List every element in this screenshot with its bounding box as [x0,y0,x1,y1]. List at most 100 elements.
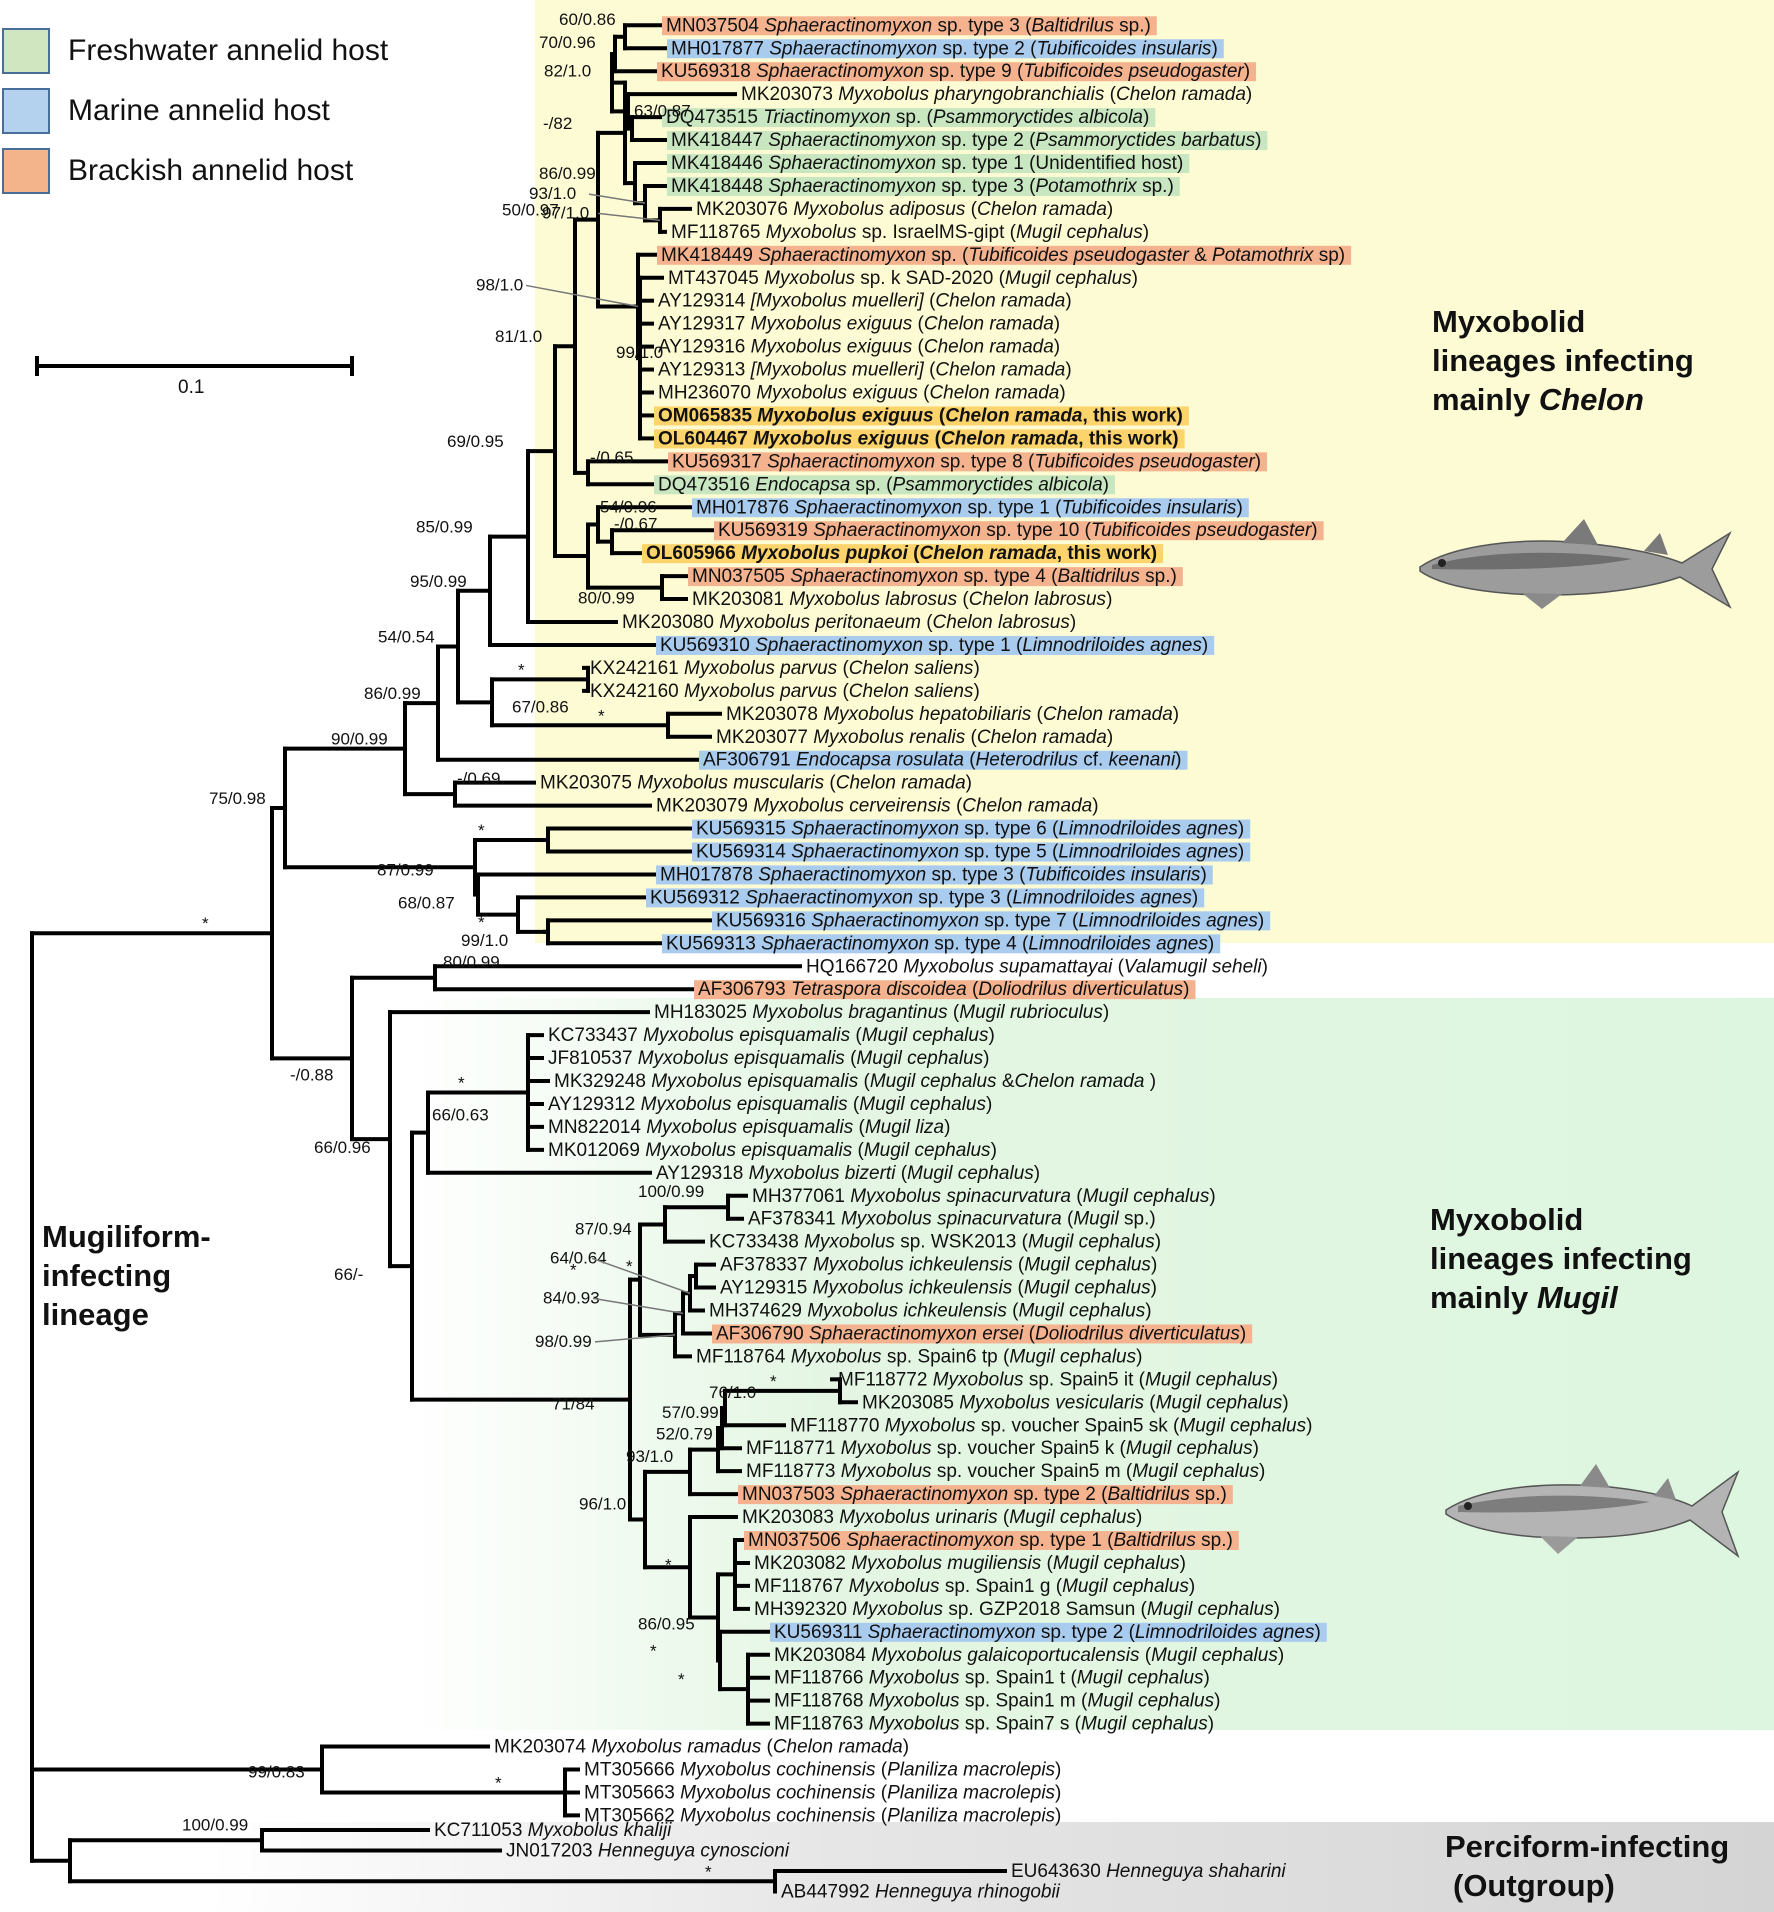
taxon-label: AB447992 Henneguya rhinogobii [781,1882,1061,1903]
scale-bar-label: 0.1 [178,377,205,398]
support-value: 64/0.64 [550,1248,607,1267]
support-value: 57/0.99 [662,1403,719,1422]
chelon-label-line3a: mainly [1432,382,1539,417]
svg-text:AY129315 Myxobolus ichkeulensi: AY129315 Myxobolus ichkeulensis (Mugil c… [720,1278,1157,1299]
support-value: 70/0.96 [539,33,596,52]
support-value: * [478,913,485,932]
taxon-label: AY129315 Myxobolus ichkeulensis (Mugil c… [720,1278,1157,1299]
svg-text:AF378337 Myxobolus ichkeulensi: AF378337 Myxobolus ichkeulensis (Mugil c… [720,1255,1157,1276]
taxon-label: MK203074 Myxobolus ramadus (Chelon ramad… [494,1737,909,1758]
mugil-group-label: Myxobolid lineages infecting mainly Mugi… [1430,1200,1692,1317]
support-value: 69/0.95 [447,432,504,451]
outgroup-line2: (Outgroup) [1453,1868,1615,1903]
taxon-label: OM065835 Myxobolus exiguus (Chelon ramad… [654,405,1189,426]
taxon-label: KU569316 Sphaeractinomyxon sp. type 7 (L… [712,910,1271,931]
taxon-label: KX242160 Myxobolus parvus (Chelon salien… [590,681,980,702]
taxon-label: AF378341 Myxobolus spinacurvatura (Mugil… [748,1209,1156,1230]
taxon-label: MK203076 Myxobolus adiposus (Chelon rama… [696,199,1113,220]
svg-text:AY129312 Myxobolus episquamali: AY129312 Myxobolus episquamalis (Mugil c… [548,1094,992,1115]
taxon-label: KU569314 Sphaeractinomyxon sp. type 5 (L… [692,842,1251,863]
svg-text:MN037504 Sphaeractinomyxon sp.: MN037504 Sphaeractinomyxon sp. type 3 (B… [666,15,1151,36]
taxon-label: MK418447 Sphaeractinomyxon sp. type 2 (P… [667,130,1268,151]
taxon-label: MK418448 Sphaeractinomyxon sp. type 3 (P… [667,176,1180,197]
taxon-label: MF118766 Myxobolus sp. Spain1 t (Mugil c… [774,1668,1210,1689]
svg-text:KC733437 Myxobolus episquamali: KC733437 Myxobolus episquamalis (Mugil c… [548,1025,995,1046]
svg-text:MK418448 Sphaeractinomyxon sp.: MK418448 Sphaeractinomyxon sp. type 3 (P… [671,176,1174,197]
taxon-label: MF118765 Myxobolus sp. IsraelMS-gipt (Mu… [671,222,1149,243]
outgroup-line1: Perciform-infecting [1445,1829,1730,1864]
support-value: 66/0.96 [314,1138,371,1157]
taxon-label: OL604467 Myxobolus exiguus (Chelon ramad… [654,428,1185,449]
support-value: 66/0.63 [432,1106,489,1125]
host-highlight [667,176,1180,196]
host-highlight [662,16,1157,36]
taxon-label: MK418446 Sphaeractinomyxon sp. type 1 (U… [667,153,1190,174]
svg-text:MF118764 Myxobolus sp. Spain6: MF118764 Myxobolus sp. Spain6 tp (Mugil … [696,1346,1142,1367]
support-value: * [770,1372,777,1391]
support-value: 100/0.99 [182,1815,248,1834]
taxon-label: MH236070 Myxobolus exiguus (Chelon ramad… [658,383,1066,404]
host-highlight [692,498,1249,518]
svg-text:MF118766 Myxobolus sp. Spain1: MF118766 Myxobolus sp. Spain1 t (Mugil c… [774,1668,1210,1689]
support-value: * [495,1773,502,1792]
svg-text:MH183025 Myxobolus bragantinus: MH183025 Myxobolus bragantinus (Mugil ru… [654,1002,1109,1023]
taxon-label: MH017877 Sphaeractinomyxon sp. type 2 (T… [667,38,1224,59]
support-value: 86/0.99 [539,164,596,183]
support-value: -/0.67 [614,515,657,534]
taxon-label: MH017878 Sphaeractinomyxon sp. type 3 (T… [656,864,1213,885]
taxon-label: KU569313 Sphaeractinomyxon sp. type 4 (L… [662,933,1221,954]
svg-text:MH377061 Myxobolus spinacurvat: MH377061 Myxobolus spinacurvatura (Mugil… [752,1186,1216,1207]
support-value: * [202,914,209,933]
taxon-label: MK418449 Sphaeractinomyxon sp. (Tubifico… [657,245,1352,266]
taxon-label: JF810537 Myxobolus episquamalis (Mugil c… [548,1048,990,1069]
svg-text:KU569313 Sphaeractinomyxon sp.: KU569313 Sphaeractinomyxon sp. type 4 (L… [666,933,1214,954]
host-highlight [654,475,1115,495]
mugil-label-line3: mainly Mugil [1430,1278,1692,1317]
support-value: 76/1.0 [709,1383,756,1402]
svg-text:MF118763 Myxobolus sp. Spain7: MF118763 Myxobolus sp. Spain7 s (Mugil c… [774,1714,1214,1735]
support-leader-line [594,1334,676,1343]
chelon-label-line1: Myxobolid [1432,304,1586,339]
svg-text:KC711053 Myxobolus khaliji: KC711053 Myxobolus khaliji [434,1820,672,1841]
support-value: 54/0.96 [600,497,657,516]
chelon-label-line3: mainly Chelon [1432,380,1694,419]
taxon-label: KC733437 Myxobolus episquamalis (Mugil c… [548,1025,995,1046]
support-value: 87/0.94 [575,1219,632,1238]
support-value: 90/0.99 [331,730,388,749]
svg-text:AY129314 [Myxobolus muelleri]: AY129314 [Myxobolus muelleri] (Chelon ra… [658,291,1072,312]
taxon-label: MT305666 Myxobolus cochinensis (Planiliz… [584,1760,1061,1781]
mugil-clade-zone [410,998,1774,1730]
support-leader-line [525,284,639,308]
support-value: 82/1.0 [544,62,591,81]
svg-text:MK418449 Sphaeractinomyxon sp.: MK418449 Sphaeractinomyxon sp. (Tubifico… [661,245,1345,266]
host-highlight [646,888,1205,908]
support-value: 52/0.79 [656,1425,713,1444]
svg-text:MF118770 Myxobolus sp. voucher: MF118770 Myxobolus sp. voucher Spain5 sk… [790,1415,1312,1436]
taxon-label: MK203084 Myxobolus galaicoportucalensis … [774,1645,1284,1666]
support-value: 93/1.0 [626,1447,673,1466]
support-value: 81/1.0 [495,327,542,346]
taxon-label: JN017203 Henneguya cynoscioni [506,1841,790,1862]
host-highlight [667,131,1268,151]
taxon-label: HQ166720 Myxobolus supamattayai (Valamug… [806,956,1268,977]
svg-text:KU569312 Sphaeractinomyxon sp.: KU569312 Sphaeractinomyxon sp. type 3 (L… [650,887,1198,908]
taxon-label: MK012069 Myxobolus episquamalis (Mugil c… [548,1140,997,1161]
svg-text:MH392320 Myxobolus sp. GZP2018: MH392320 Myxobolus sp. GZP2018 Samsun (M… [754,1599,1280,1620]
host-highlight [688,567,1183,587]
mugil-label-line2: lineages infecting [1430,1241,1692,1276]
svg-text:AF306790 Sphaeractinomyxon ers: AF306790 Sphaeractinomyxon ersei (Doliod… [716,1323,1246,1344]
mugil-label-line1: Myxobolid [1430,1202,1584,1237]
support-value: 98/0.99 [535,1332,592,1351]
taxon-label: AY129317 Myxobolus exiguus (Chelon ramad… [658,314,1060,335]
svg-text:AB447992 Henneguya rhinogobii: AB447992 Henneguya rhinogobii [781,1882,1061,1903]
support-value: 99/1.0 [616,343,663,362]
svg-text:KU569311 Sphaeractinomyxon sp.: KU569311 Sphaeractinomyxon sp. type 2 (L… [774,1622,1321,1643]
host-highlight [656,635,1215,655]
legend-item-marine: Marine annelid host [0,88,440,134]
taxon-label: KC711053 Myxobolus khaliji [434,1820,672,1841]
taxon-label: MK203078 Myxobolus hepatobiliaris (Chelo… [726,704,1179,725]
taxon-label: MH017876 Sphaeractinomyxon sp. type 1 (T… [692,497,1249,518]
support-value: 93/1.0 [529,184,576,203]
taxon-label: MN037506 Sphaeractinomyxon sp. type 1 (B… [744,1530,1239,1551]
